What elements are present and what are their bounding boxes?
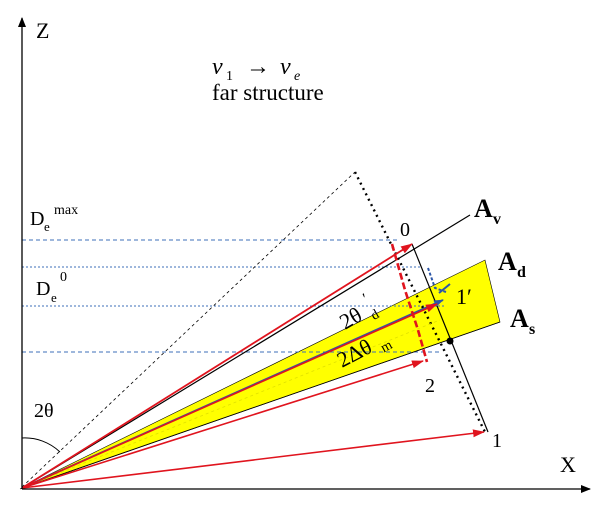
ad-base: A [498, 247, 517, 276]
point-2-label: 2 [425, 375, 435, 397]
demax-sub: e [44, 219, 50, 234]
de0-sup: 0 [60, 270, 67, 285]
av-base: A [474, 194, 493, 223]
red-vector-2 [21, 360, 424, 489]
point-0-label: 0 [400, 219, 410, 241]
nue-symbol: ν [280, 54, 291, 80]
red-vector-1 [21, 429, 485, 489]
point-1prime-label: 1′ [456, 284, 472, 309]
red-dashed-arc [390, 243, 429, 363]
demax-sup: max [54, 203, 78, 218]
nue-subscript: e [294, 69, 300, 84]
far-structure-label: far structure [212, 80, 324, 105]
angle-arc [21, 437, 61, 453]
ad-sub: d [517, 264, 526, 281]
as-base: A [510, 304, 529, 333]
dashed-ray [21, 171, 356, 488]
blue-bracket [427, 267, 447, 293]
nu1-symbol: ν [212, 54, 223, 80]
arrow-symbol: → [246, 54, 270, 80]
nu1-subscript: 1 [226, 69, 233, 84]
two-theta-label: 2θ [34, 400, 54, 422]
as-line [21, 321, 501, 489]
as-sub: s [529, 321, 535, 338]
blue-arrowhead-small [438, 283, 451, 294]
av-sub: v [493, 211, 501, 228]
two-theta-d-prime: ′ [360, 291, 372, 307]
demax-base: D [30, 208, 44, 230]
z-axis-label: Z [36, 18, 49, 43]
point-1-label: 1 [492, 430, 502, 452]
x-axis-label: X [560, 452, 576, 477]
dotted-line [353, 171, 487, 433]
red-vector-0 [21, 243, 413, 489]
de0-sub: e [51, 290, 57, 305]
intersection-point [446, 337, 454, 345]
de0-base: D [36, 278, 50, 300]
red-vector-1prime [21, 303, 438, 489]
